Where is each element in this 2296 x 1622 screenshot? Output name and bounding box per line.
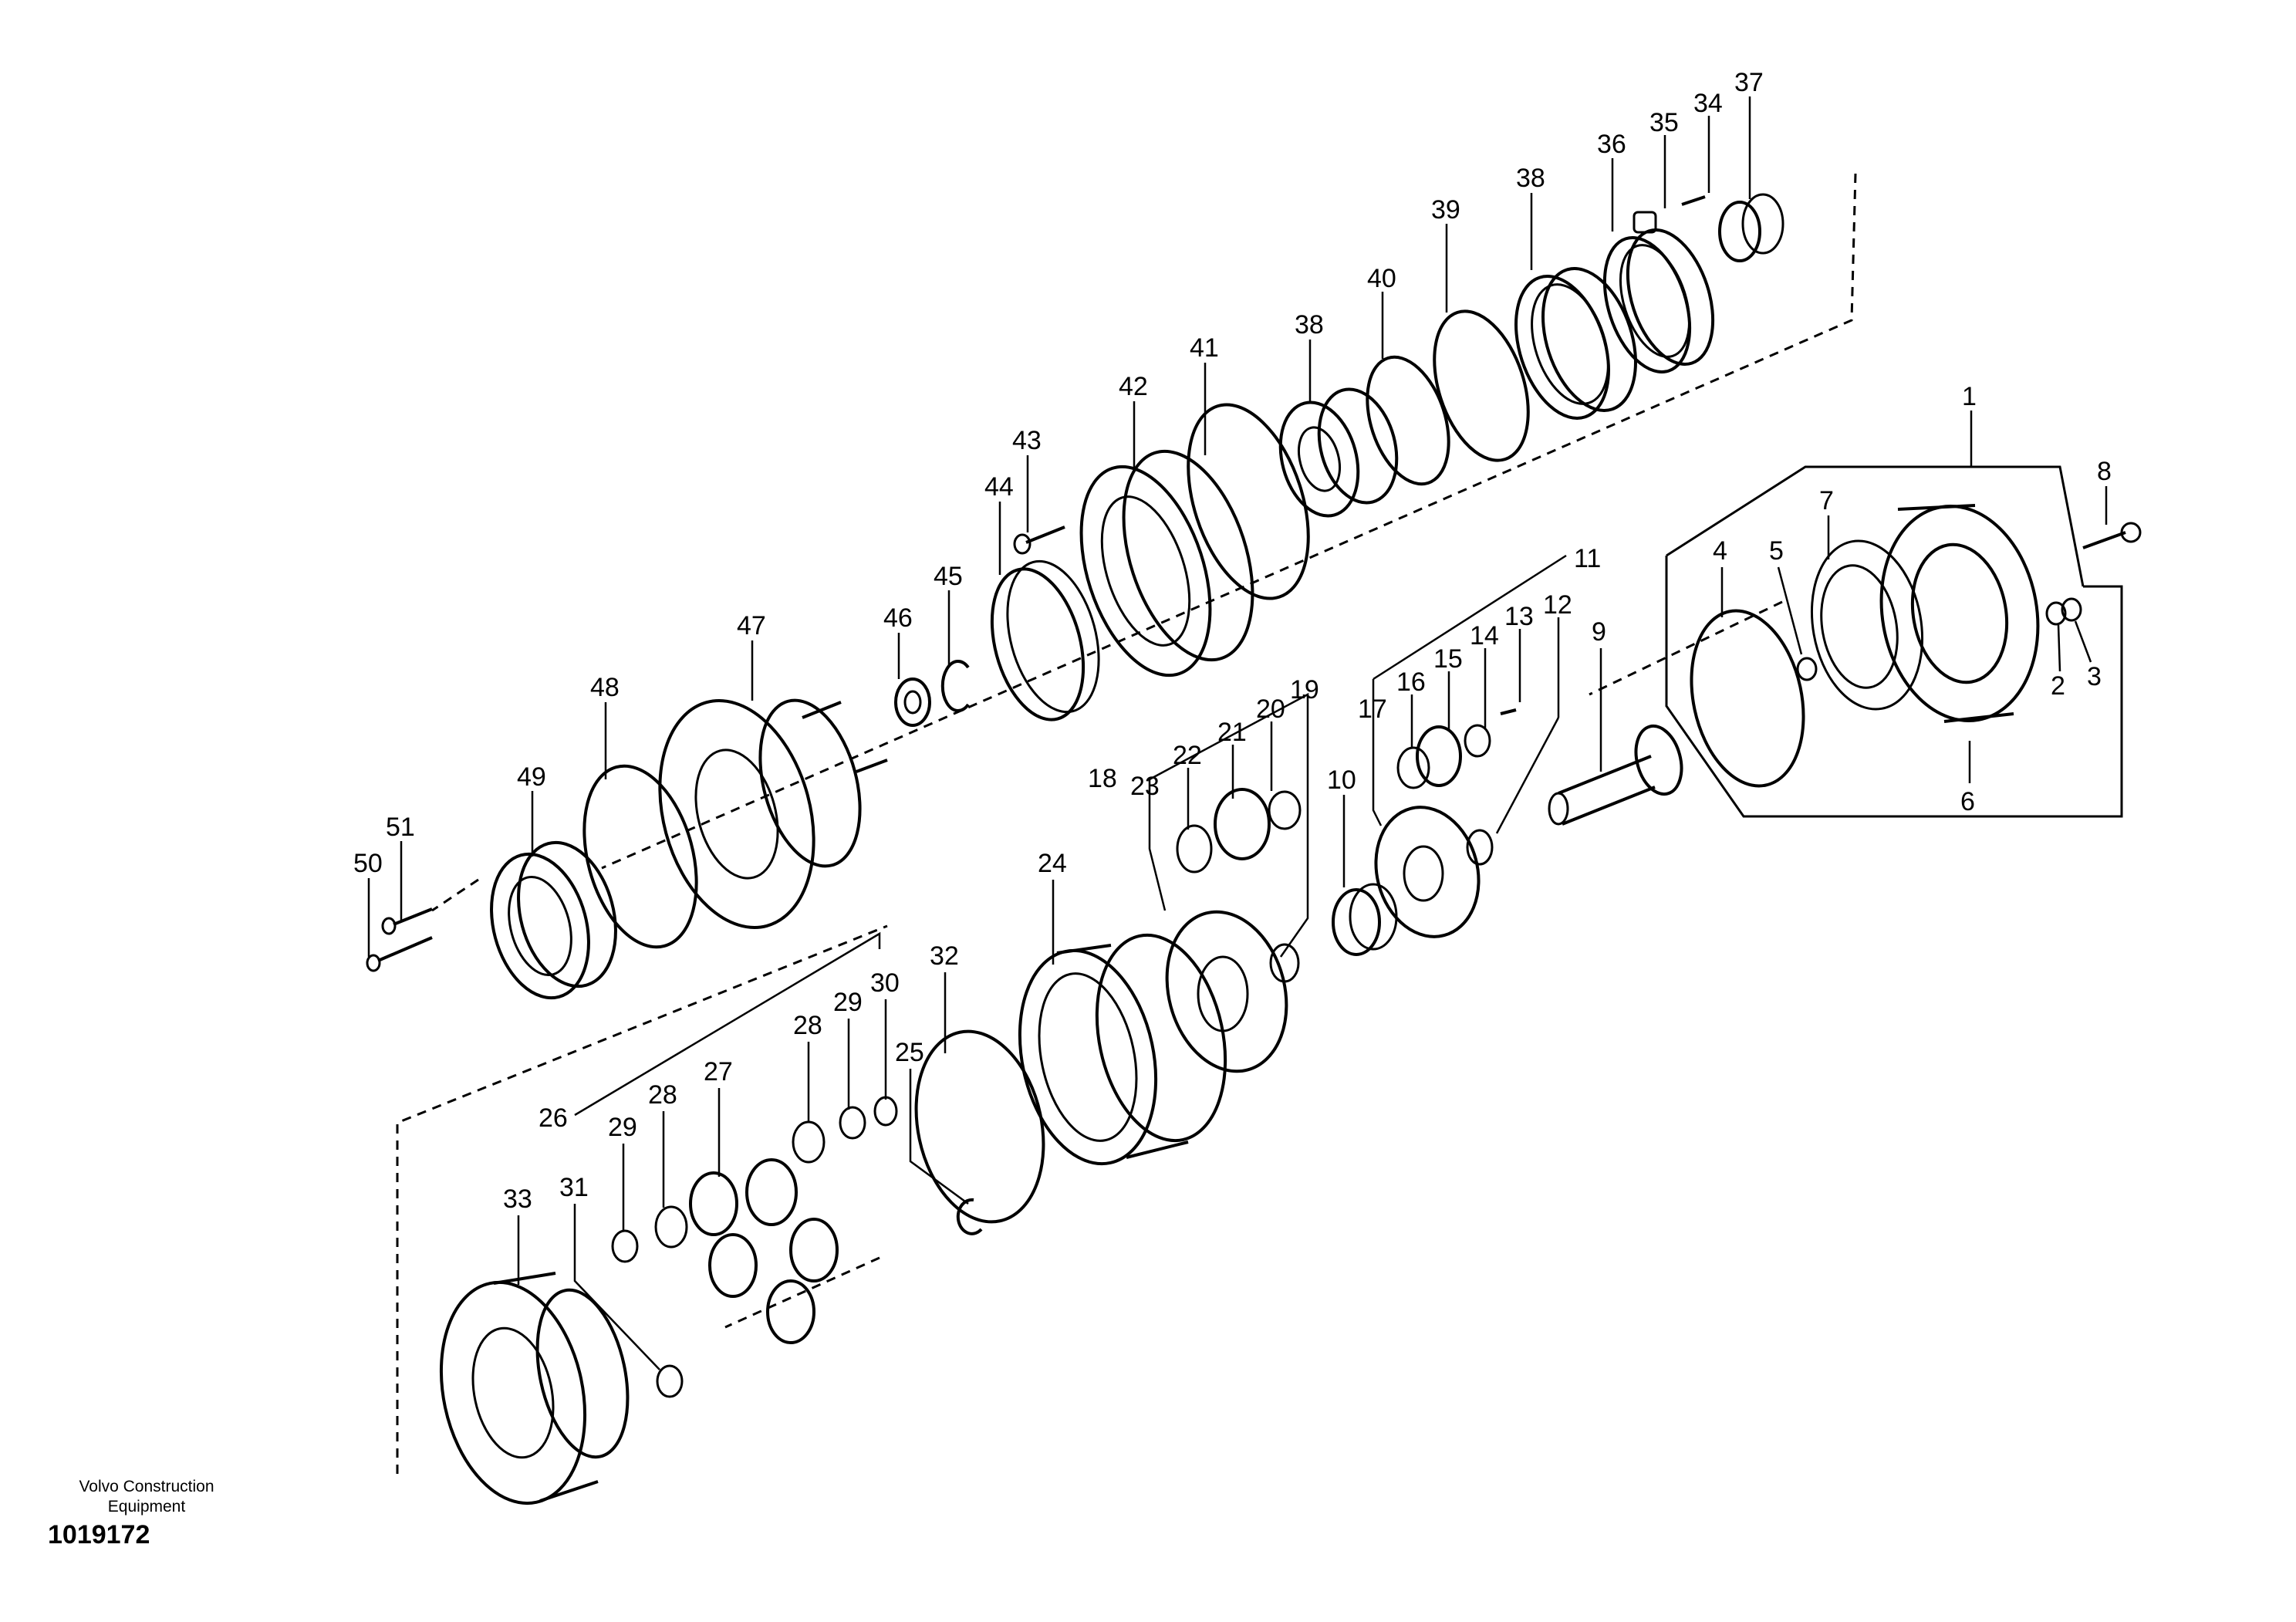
callout-38b: 38 (1295, 310, 1324, 340)
callout-12: 12 (1543, 590, 1572, 620)
part-hub-47 (658, 698, 888, 929)
callout-22: 22 (1173, 741, 1202, 770)
part-planet-gears-26-31 (611, 1096, 898, 1398)
callout-6: 6 (1960, 787, 1975, 816)
callout-36: 36 (1597, 130, 1626, 159)
callout-5: 5 (1769, 536, 1784, 566)
callout-28a: 28 (793, 1011, 822, 1040)
callout-8: 8 (2097, 457, 2112, 486)
callout-10: 10 (1327, 765, 1356, 795)
callout-27: 27 (704, 1057, 733, 1086)
callout-49: 49 (517, 762, 546, 792)
callout-29a: 29 (833, 988, 863, 1017)
callout-47: 47 (737, 611, 766, 640)
drawing-number: 1019172 (48, 1520, 150, 1549)
part-bolt-34 (1681, 195, 1706, 206)
callout-29b: 29 (608, 1113, 637, 1142)
callout-18: 18 (1088, 764, 1117, 793)
part-planet-carrier-19 (1165, 910, 1300, 1073)
callout-43: 43 (1012, 426, 1042, 455)
callout-41: 41 (1190, 333, 1219, 363)
part-ring-40 (1366, 355, 1450, 486)
callout-42: 42 (1119, 372, 1148, 401)
part-ring-gear-housing (1810, 504, 2040, 723)
callout-3: 3 (2087, 662, 2102, 691)
callout-34: 34 (1693, 89, 1723, 118)
callout-26: 26 (539, 1103, 568, 1133)
part-seal-38 (1514, 267, 1637, 420)
part-ring-gear-24 (1018, 933, 1227, 1166)
callout-48: 48 (590, 673, 620, 702)
callout-51: 51 (386, 813, 415, 842)
callout-35: 35 (1649, 108, 1679, 137)
brand-line-2: Equipment (107, 1498, 186, 1516)
brand-label: Volvo Construction Equipment (31, 1477, 262, 1517)
part-ring-39 (1433, 309, 1530, 462)
callout-24: 24 (1038, 849, 1067, 878)
callout-38a: 38 (1516, 164, 1545, 193)
part-snap-ring-45 (940, 660, 970, 712)
group-brackets (574, 465, 2123, 1117)
callout-25: 25 (895, 1038, 924, 1067)
callout-23: 23 (1130, 772, 1160, 801)
callout-19: 19 (1290, 675, 1319, 705)
callout-32: 32 (930, 941, 959, 971)
callout-28b: 28 (648, 1080, 677, 1110)
part-bolts-2-3-8 (2045, 522, 2142, 626)
part-bearing-38 (1278, 387, 1399, 518)
part-flange-49 (490, 840, 617, 1000)
callout-20: 20 (1256, 694, 1285, 724)
part-planet-gear-set-13-17 (1396, 708, 1517, 789)
callout-4: 4 (1713, 536, 1727, 566)
part-planet-gear-set-20-23 (1176, 788, 1302, 874)
part-gear-37 (1718, 193, 1784, 262)
callout-17: 17 (1358, 694, 1387, 724)
callout-2: 2 (2051, 671, 2065, 701)
part-cover-42 (1079, 449, 1254, 678)
callout-30: 30 (870, 968, 900, 998)
callout-39: 39 (1431, 195, 1460, 225)
part-housing-33 (439, 1272, 630, 1505)
callout-14: 14 (1470, 621, 1499, 650)
callout-50: 50 (353, 849, 383, 878)
part-o-ring-41 (1187, 403, 1310, 600)
assembly-axis-lines (396, 173, 1857, 1474)
callout-labels: 1 2 3 4 5 6 7 8 9 10 11 12 13 14 15 16 1… (353, 68, 2112, 1370)
part-bolts-50-51 (366, 907, 433, 972)
callout-15: 15 (1433, 644, 1463, 674)
callout-1: 1 (1962, 382, 1977, 411)
callout-33: 33 (503, 1184, 532, 1214)
part-sun-gear-10 (1332, 883, 1398, 956)
callout-9: 9 (1592, 617, 1606, 647)
callout-13: 13 (1504, 602, 1534, 631)
callout-40: 40 (1367, 264, 1396, 293)
part-washer-46 (894, 678, 931, 727)
callout-16: 16 (1396, 667, 1426, 697)
part-planet-carrier-12 (1374, 806, 1494, 938)
brand-line-1: Volvo Construction (79, 1478, 214, 1495)
callout-45: 45 (934, 562, 963, 591)
callout-11: 11 (1574, 544, 1601, 573)
part-bolt-43 (1013, 525, 1065, 555)
part-clip-35 (1633, 211, 1657, 234)
callout-37: 37 (1734, 68, 1764, 97)
part-seal-36 (1602, 228, 1715, 373)
callout-46: 46 (883, 603, 913, 633)
part-o-ring-48 (582, 764, 698, 949)
part-sun-gear-shaft-9 (1548, 724, 1683, 826)
callout-31: 31 (559, 1173, 589, 1202)
callout-21: 21 (1217, 718, 1247, 747)
part-seal-44 (990, 559, 1100, 721)
callout-44: 44 (984, 472, 1014, 502)
callout-7: 7 (1819, 486, 1834, 515)
part-o-ring-4 (1690, 609, 1818, 788)
